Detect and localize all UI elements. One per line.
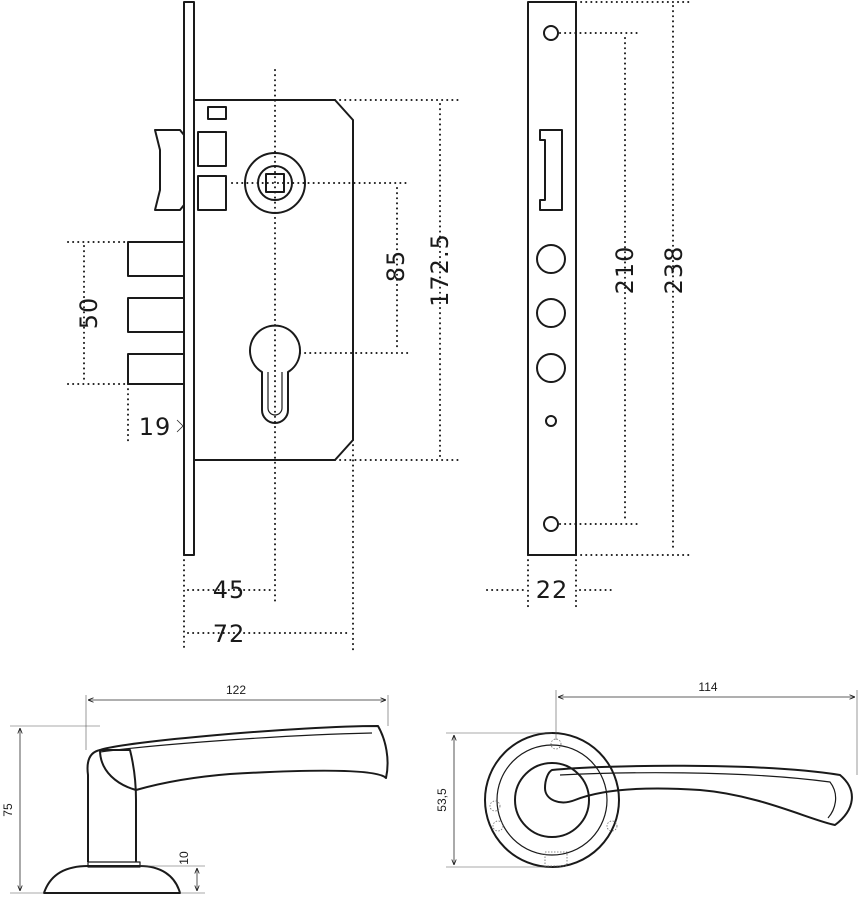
dim-rose-thickness-label: 10: [177, 851, 191, 865]
latch-bolt: [154, 129, 185, 211]
faceplate-outline: [527, 1, 577, 556]
dim-body-height-label: 172.5: [426, 233, 454, 307]
deadbolt-hole-3: [536, 353, 566, 383]
handle-rose-base: [43, 865, 181, 894]
handle-rose-flange: [87, 861, 141, 868]
dim-handle-height-label: 75: [1, 803, 15, 817]
latch-opening: [539, 129, 563, 211]
dim-backset-label: 45: [213, 576, 246, 604]
deadbolt-1: [127, 241, 185, 277]
dim-19-arrow: [176, 419, 184, 433]
dim-handle-length-front-label: 114: [698, 680, 717, 694]
cylinder-keyhole-inner: [267, 372, 283, 416]
cylinder-keyhole: [249, 324, 301, 424]
deadbolt-hole-2: [536, 298, 566, 328]
dim-center-distance-label: 85: [382, 250, 410, 283]
lock-faceplate-strip: [183, 1, 195, 556]
dim-latch-projection-label: 19: [139, 413, 172, 441]
faceplate-screw-hole-top: [543, 25, 559, 41]
handle-lever-front: [544, 764, 853, 826]
lock-body-side-view: 50 19 85 172.5 45 72: [67, 1, 461, 651]
faceplate-front-view: 210 238 22: [486, 1, 691, 611]
handle-lever-front-edge: [559, 772, 837, 819]
handle-rose-inner: [496, 744, 608, 856]
handle-lever-edge: [99, 732, 373, 753]
dim-rose-diameter-label: 53,5: [435, 788, 449, 812]
faceplate-screw-hole-bottom: [543, 516, 559, 532]
rose-screw-top: [550, 738, 562, 750]
deadbolt-hole-1: [536, 244, 566, 274]
lock-top-slot: [207, 106, 227, 120]
dim-screw-spacing-label: 210: [611, 246, 639, 295]
dim-plate-width-label: 22: [536, 576, 569, 604]
handle-lever: [99, 725, 389, 791]
dim-body-depth-label: 72: [213, 620, 246, 648]
rose-screw-left-1: [489, 800, 501, 812]
deadbolt-3: [127, 353, 185, 385]
handle-side-view: 122 75 10: [1, 683, 389, 894]
dim-handle-length-side-label: 122: [226, 683, 246, 697]
deadbolt-2: [127, 297, 185, 333]
dim-latch-spacing-label: 50: [75, 297, 103, 330]
latch-block-upper: [197, 131, 227, 167]
handle-front-view: 114 53,5: [435, 680, 858, 868]
handle-boss: [514, 762, 590, 838]
latch-block-lower: [197, 175, 227, 211]
rose-screw-right: [606, 820, 618, 832]
faceplate-small-hole: [545, 415, 557, 427]
handle-shank: [86, 749, 137, 862]
dim-plate-length-label: 238: [660, 246, 688, 295]
rose-screw-left-2: [492, 820, 504, 832]
